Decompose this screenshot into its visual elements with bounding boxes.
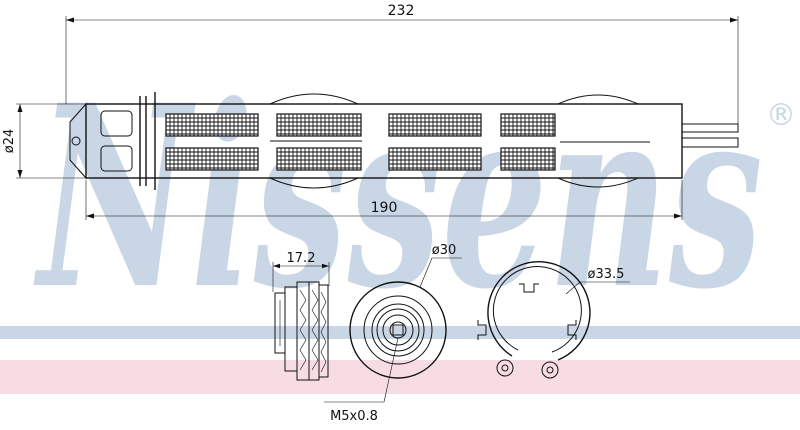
dim-body-length-label: 190 (371, 200, 398, 216)
mesh-block (276, 113, 362, 137)
dim-overall-length (65, 16, 739, 130)
dim-diameter-label: ø24 (2, 129, 17, 154)
mesh-block (500, 113, 556, 137)
watermark-logo: Nissens (33, 50, 763, 344)
dim-overall-length-label: 232 (388, 3, 415, 19)
filter-mesh (165, 113, 556, 171)
mesh-block (388, 113, 482, 137)
dim-end-diameter-label: ø30 (432, 243, 457, 258)
dim-thread-label: M5x0.8 (330, 409, 378, 424)
retaining-ring (477, 261, 630, 379)
end-front-view (324, 257, 462, 403)
dim-end-width-label: 17.2 (287, 251, 316, 266)
mesh-block (500, 147, 556, 171)
drier-body (69, 92, 739, 190)
dim-body-length (85, 180, 683, 220)
end-side-view (272, 262, 330, 381)
mesh-block (388, 147, 482, 171)
registered-mark: ® (766, 98, 796, 133)
mesh-block (165, 147, 259, 171)
blue-band (0, 326, 800, 339)
pink-band (0, 360, 800, 394)
mesh-block (276, 147, 362, 171)
mesh-block (165, 113, 259, 137)
dim-diameter (16, 103, 86, 179)
dim-ring-diameter-label: ø33.5 (588, 267, 625, 282)
